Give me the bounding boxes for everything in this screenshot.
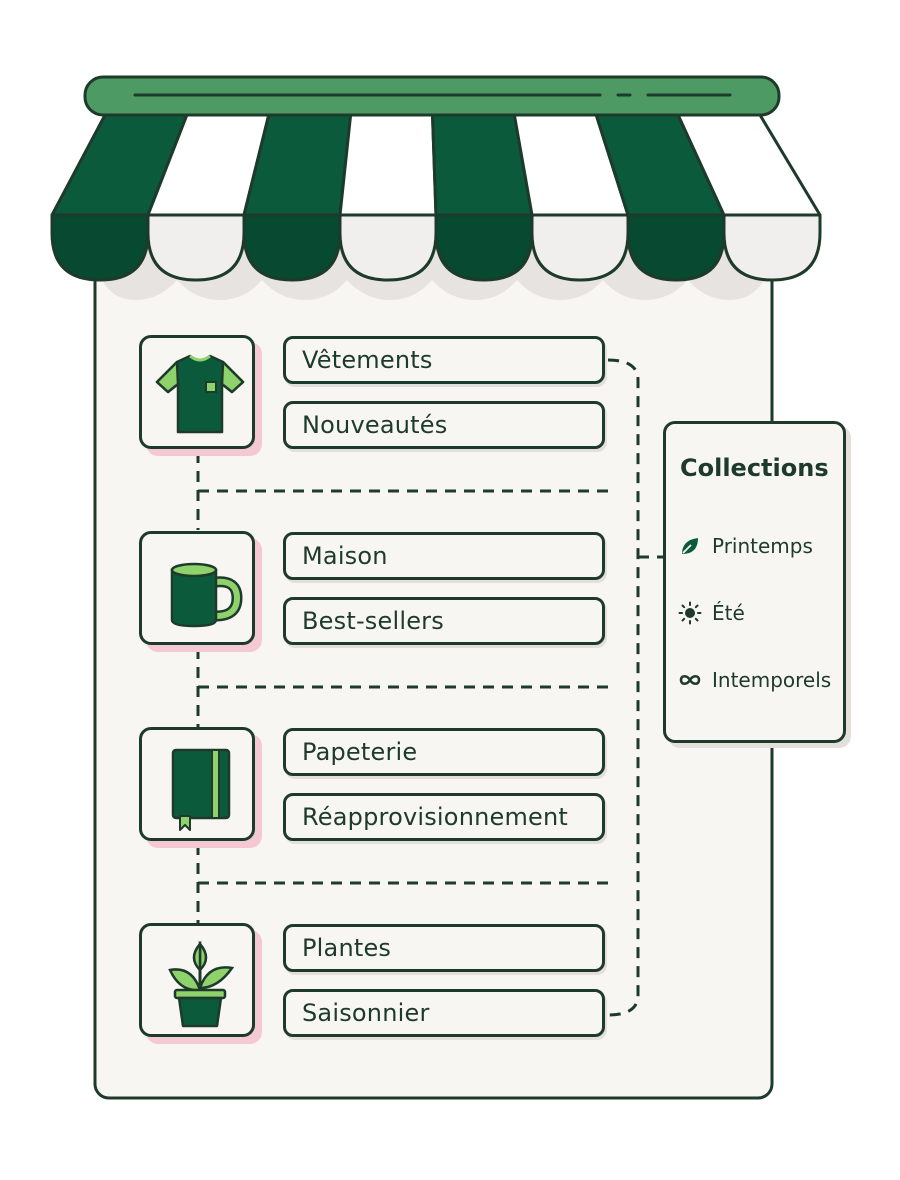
mug-icon xyxy=(170,562,243,628)
awning-scallop xyxy=(434,213,534,282)
sun-icon xyxy=(678,601,702,625)
tag-label[interactable]: Réapprovisionnement xyxy=(283,793,605,841)
awning-scallop xyxy=(146,213,246,282)
collection-label: Intemporels xyxy=(712,668,832,692)
category-text: Maison xyxy=(302,542,388,570)
collections-title: Collections xyxy=(680,454,829,482)
collection-label: Été xyxy=(712,601,745,625)
collection-item-timeless[interactable]: Intemporels xyxy=(678,668,831,692)
tag-text: Réapprovisionnement xyxy=(302,803,569,831)
awning-scallop xyxy=(50,213,150,282)
tag-label[interactable]: Nouveautés xyxy=(283,401,605,449)
awning-scallop xyxy=(338,213,438,282)
tag-label[interactable]: Saisonnier xyxy=(283,989,605,1037)
tag-text: Nouveautés xyxy=(302,411,448,439)
home-card xyxy=(139,531,255,645)
category-label[interactable]: Vêtements xyxy=(283,336,605,384)
tag-text: Best-sellers xyxy=(302,607,444,635)
leaf-icon xyxy=(682,538,698,554)
awning-scallop xyxy=(530,213,630,282)
clothing-card xyxy=(139,335,255,449)
t-shirt-icon xyxy=(155,354,245,434)
tag-label[interactable]: Best-sellers xyxy=(283,597,605,645)
awning-scallop xyxy=(242,213,342,282)
potted-plant-icon xyxy=(168,940,235,1028)
tag-text: Saisonnier xyxy=(302,999,430,1027)
collection-label: Printemps xyxy=(712,534,813,558)
stationery-card xyxy=(139,727,255,841)
awning-scallop xyxy=(722,213,822,282)
category-text: Plantes xyxy=(302,934,392,962)
category-text: Vêtements xyxy=(302,346,433,374)
infinity-icon xyxy=(679,674,701,686)
collections-panel: Collections Printemps Été xyxy=(663,421,846,743)
category-label[interactable]: Papeterie xyxy=(283,728,605,776)
category-text: Papeterie xyxy=(302,738,418,766)
plants-card xyxy=(139,923,255,1037)
connector-lines xyxy=(196,358,663,1017)
collection-item-summer[interactable]: Été xyxy=(678,601,745,625)
category-label[interactable]: Plantes xyxy=(283,924,605,972)
awning xyxy=(50,113,822,282)
notebook-icon xyxy=(171,748,231,831)
category-label[interactable]: Maison xyxy=(283,532,605,580)
collection-item-spring[interactable]: Printemps xyxy=(678,534,813,558)
awning-scallop xyxy=(626,213,726,282)
